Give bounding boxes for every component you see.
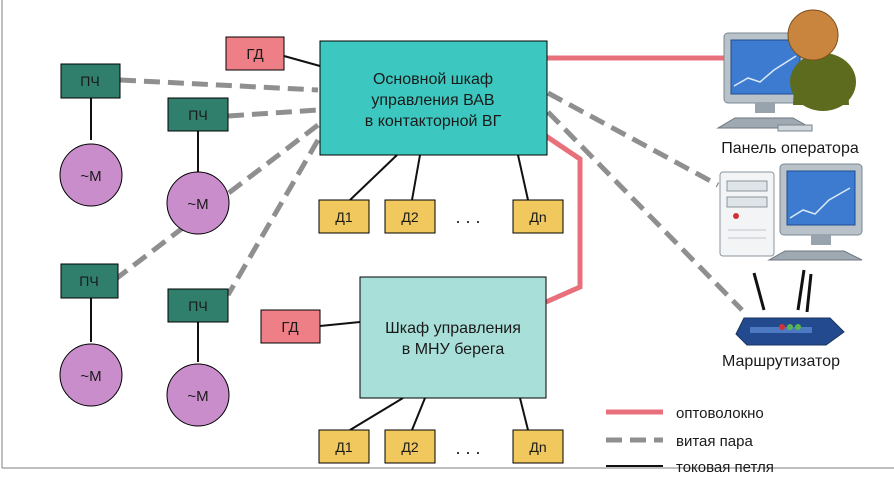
computer-workstation [719,163,863,261]
shore-cabinet: Шкаф управления в МНУ берега [359,276,547,399]
main-sensors: Д1 Д2 . . . Дn [318,199,564,234]
operator-monitor-icon [716,32,813,132]
gd-shore-label: ГД [281,319,298,336]
main-sensor-d2-label: Д2 [401,209,418,225]
motor-1: ~М [59,143,123,207]
motor-1-label: ~М [80,168,101,185]
gd-main-label: ГД [246,46,263,63]
operator-avatar-icon [787,9,856,111]
fiber-connections [538,55,735,305]
operator-panel: Панель оператора [716,9,859,157]
pch-3-label: ПЧ [79,273,98,289]
shore-sensor-dn-box [512,429,564,464]
loop-main-d1 [349,154,398,201]
main-cabinet-box [319,40,548,156]
shore-cabinet-line2: в МНУ берега [402,341,505,358]
motor-2-circle [166,171,230,235]
motor-4: ~М [166,363,230,427]
pch-1-box [60,63,121,99]
shore-sensor-dn-label: Дn [529,439,546,455]
legend-current-loop-label: токовая петля [676,459,774,476]
pch-4-label: ПЧ [188,298,207,314]
loop-shore-d2 [411,397,426,431]
legend-fiber-label: оптоволокно [676,405,764,422]
motor-3-label: ~М [80,368,101,385]
main-sensor-d2-box [384,199,436,234]
main-sensor-d1-label: Д1 [335,209,352,225]
shore-sensor-d2-label: Д2 [401,439,418,455]
pch-3: ПЧ [60,263,119,299]
router: Маршрутизатор [722,269,845,370]
main-sensor-dn-box [512,199,564,234]
computer-tower-icon [719,171,775,257]
pch-2-label: ПЧ [188,107,207,123]
main-cabinet-line2: управления ВАВ [371,92,494,109]
main-sensor-ellipsis: . . . [455,207,480,227]
shore-sensor-d2-box [384,429,436,464]
gd-shore: ГД [260,309,321,344]
loop-main-d2 [411,154,421,201]
fiber-main-to-shore [538,129,583,305]
twisted-main-to-pch4 [225,138,321,297]
main-cabinet-line3: в контакторной ВГ [365,113,502,130]
gd-main: ГД [225,36,285,71]
shore-sensor-d1-box [318,429,370,464]
motor-1-circle [59,143,123,207]
shore-sensors: Д1 Д2 . . . Дn [318,429,564,464]
gd-shore-box [260,309,321,344]
router-label: Маршрутизатор [722,353,840,370]
main-sensor-d1-box [318,199,370,234]
pch-4-box [167,288,229,323]
main-sensor-dn-label: Дn [529,209,546,225]
router-icon [735,269,845,346]
shore-sensor-ellipsis: . . . [455,438,480,458]
shore-sensor-d1-label: Д1 [335,439,352,455]
motor-4-label: ~М [187,388,208,405]
loop-shore-dn [519,397,529,431]
motor-3: ~М [59,343,123,407]
pch-2: ПЧ [167,97,229,132]
loop-main-dn [517,154,529,201]
pch-1: ПЧ [60,63,121,99]
main-cabinet: Основной шкаф управления ВАВ в контактор… [319,40,548,156]
shore-cabinet-box [359,276,547,399]
pch-3-box [60,263,119,299]
gd-main-box [225,36,285,71]
pch-1-label: ПЧ [80,73,99,89]
motor-2-label: ~М [187,196,208,213]
main-cabinet-line1: Основной шкаф [373,71,493,88]
shore-cabinet-line1: Шкаф управления [385,320,521,337]
twisted-main-to-pch2 [227,107,319,119]
operator-panel-label: Панель оператора [721,140,859,157]
legend: оптоволокно витая пара токовая петля [606,405,774,476]
twisted-main-to-router [546,110,744,312]
loop-shore-d1 [349,397,404,431]
pch-2-box [167,97,229,132]
legend-twisted-pair-label: витая пара [676,433,753,450]
loop-gd-main [283,55,321,67]
motor-3-circle [59,343,123,407]
twisted-main-to-computer [546,90,720,188]
pch-4: ПЧ [167,288,229,323]
motor-4-circle [166,363,230,427]
twisted-main-to-pch1 [119,77,319,93]
computer-monitor-icon [767,163,863,261]
motor-2: ~М [166,171,230,235]
loop-gd2-shore [319,321,361,327]
current-loop-connections [90,55,529,431]
